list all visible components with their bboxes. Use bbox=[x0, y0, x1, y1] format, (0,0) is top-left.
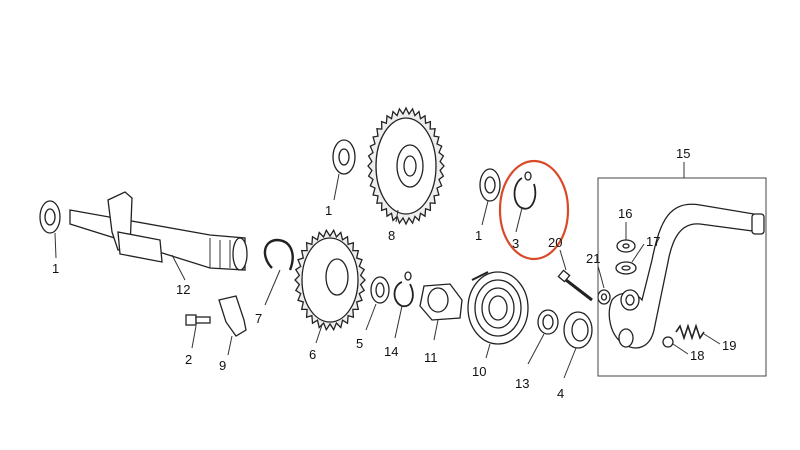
callout-15: 15 bbox=[676, 146, 690, 161]
washer-part-1-right bbox=[479, 168, 501, 202]
ratchet-plate-part-9 bbox=[218, 295, 247, 337]
callout-1-mid: 1 bbox=[325, 203, 332, 218]
callout-8: 8 bbox=[388, 228, 395, 243]
assembly-frame-part-15 bbox=[597, 177, 767, 377]
callout-5: 5 bbox=[356, 336, 363, 351]
gear-part-6 bbox=[294, 228, 366, 332]
callout-1-left: 1 bbox=[52, 261, 59, 276]
highlight-circle-part-3 bbox=[498, 159, 570, 261]
ring-part-18 bbox=[662, 336, 674, 348]
callout-18: 18 bbox=[690, 348, 704, 363]
bolt-part-2 bbox=[185, 314, 211, 326]
cam-part-11 bbox=[419, 283, 463, 321]
spacer-part-5 bbox=[370, 276, 390, 304]
spring-clip-part-7 bbox=[263, 238, 294, 271]
oil-seal-part-4 bbox=[563, 311, 593, 349]
torsion-spring-part-10 bbox=[467, 271, 529, 345]
kick-lever-part-15 bbox=[608, 203, 765, 349]
spring-part-19 bbox=[675, 323, 705, 341]
callout-19: 19 bbox=[722, 338, 736, 353]
ball-part-16 bbox=[616, 239, 636, 253]
callout-11: 11 bbox=[424, 350, 438, 365]
callout-16: 16 bbox=[618, 206, 632, 221]
callout-1-right: 1 bbox=[475, 228, 482, 243]
kickstart-shaft-part-12 bbox=[69, 191, 248, 271]
callout-2: 2 bbox=[185, 352, 192, 367]
washer-part-1-mid bbox=[332, 139, 356, 175]
callout-21: 21 bbox=[586, 251, 600, 266]
gear-part-8 bbox=[367, 106, 445, 226]
callout-14: 14 bbox=[384, 344, 398, 359]
callout-10: 10 bbox=[472, 364, 486, 379]
callout-9: 9 bbox=[219, 358, 226, 373]
bolt-part-20 bbox=[557, 269, 593, 302]
callout-12: 12 bbox=[176, 282, 190, 297]
callout-13: 13 bbox=[515, 376, 529, 391]
callout-7: 7 bbox=[255, 311, 262, 326]
washer-part-1-left bbox=[39, 200, 61, 234]
washer-part-13 bbox=[537, 309, 559, 335]
spring-part-17 bbox=[615, 261, 637, 275]
callout-4: 4 bbox=[557, 386, 564, 401]
callout-20: 20 bbox=[548, 235, 562, 250]
nut-part-21 bbox=[597, 289, 611, 305]
callout-17: 17 bbox=[646, 234, 660, 249]
callout-3: 3 bbox=[512, 236, 519, 251]
callout-6: 6 bbox=[309, 347, 316, 362]
circlip-part-3 bbox=[513, 171, 537, 210]
circlip-part-14 bbox=[393, 271, 414, 308]
